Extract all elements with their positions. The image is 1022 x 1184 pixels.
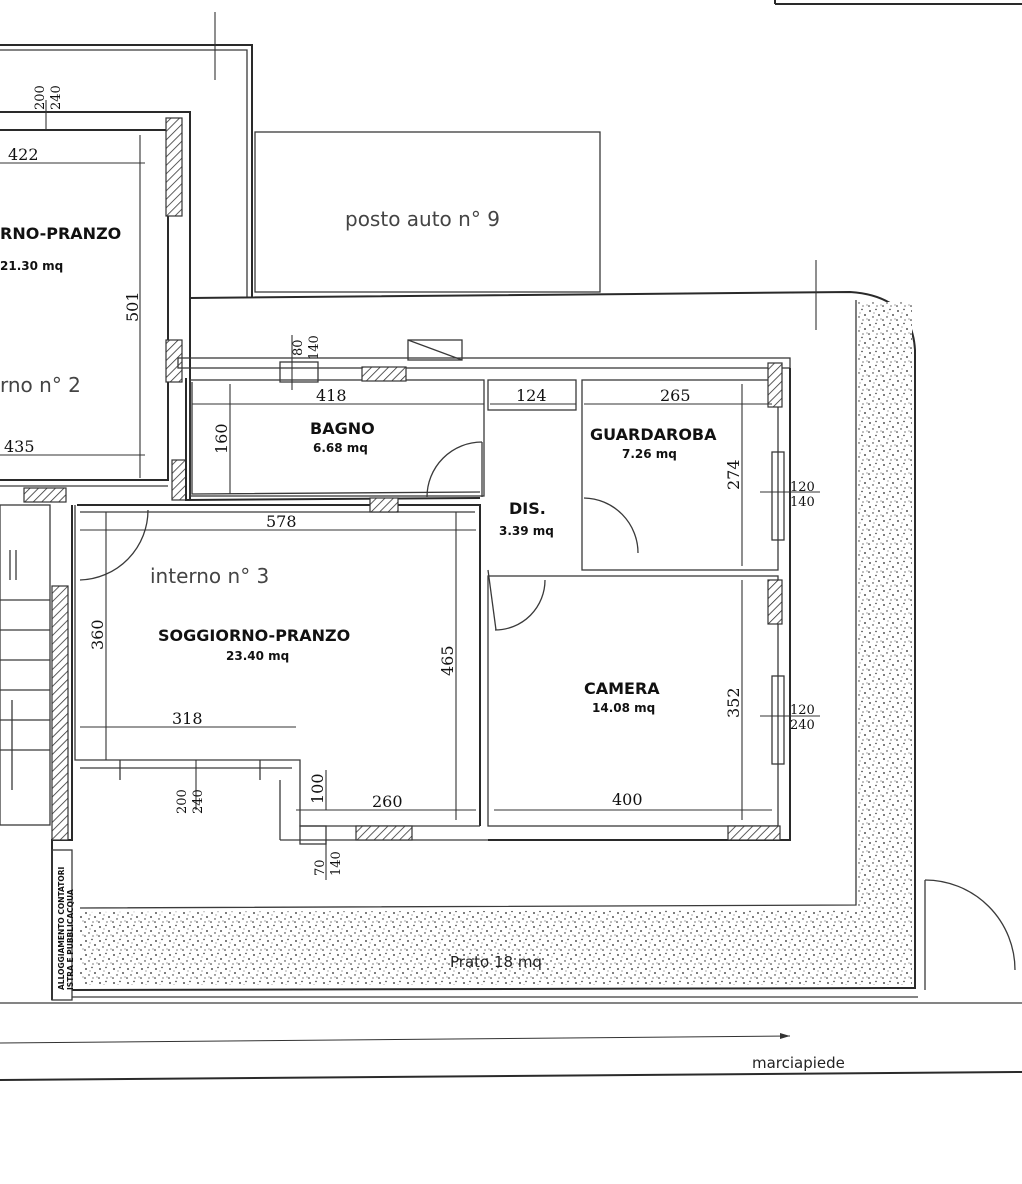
opening-bagno-num: 80: [291, 339, 306, 356]
dim-418: 418: [316, 386, 347, 405]
guardaroba-name: GUARDAROBA: [590, 425, 717, 444]
interno-2-block: [0, 12, 253, 503]
wall-hatch: [165, 339, 183, 383]
guardaroba-area: 7.26 mq: [622, 447, 677, 461]
opening-guard-den: 140: [790, 495, 815, 510]
interno-2-room-name: RNO-PRANZO: [0, 224, 121, 243]
opening-small-num: 70: [313, 859, 328, 876]
labels: posto auto n° 9 RNO-PRANZO 21.30 mq rno …: [0, 207, 845, 1072]
dim-265: 265: [660, 386, 691, 405]
dim-422: 422: [8, 145, 39, 164]
wall-hatch: [23, 487, 67, 503]
wall-hatch: [171, 459, 187, 501]
interno-2-room-area: 21.30 mq: [0, 259, 63, 273]
bagno-area: 6.68 mq: [313, 441, 368, 455]
outer-boundary: [0, 260, 1022, 1081]
opening-camera-den: 240: [790, 718, 815, 733]
opening-guard-num: 120: [790, 480, 815, 495]
wall-hatch: [165, 117, 183, 217]
dim-352: 352: [724, 687, 743, 718]
hatched-walls: [51, 362, 783, 841]
dim-465: 465: [438, 645, 457, 676]
opening-top-left-num: 200: [33, 85, 48, 110]
apartment-walls: [51, 357, 791, 1000]
lawn: [80, 301, 912, 986]
dim-274: 274: [724, 459, 743, 490]
dis-name: DIS.: [509, 499, 546, 518]
opening-sogg-den: 240: [191, 789, 206, 814]
interno-2-label: rno n° 2: [0, 373, 81, 397]
dim-501: 501: [123, 291, 142, 322]
dimension-lines: [80, 335, 820, 880]
camera-name: CAMERA: [584, 679, 660, 698]
dim-260: 260: [372, 792, 403, 811]
bagno-name: BAGNO: [310, 419, 375, 438]
parking-label: posto auto n° 9: [345, 207, 500, 231]
soggiorno-area: 23.40 mq: [226, 649, 289, 663]
opening-bagno-den: 140: [307, 335, 322, 360]
dim-160: 160: [212, 423, 231, 454]
dim-100: 100: [308, 773, 327, 804]
dis-area: 3.39 mq: [499, 524, 554, 538]
windows: [279, 339, 785, 845]
camera-area: 14.08 mq: [592, 701, 655, 715]
opening-small-den: 140: [329, 851, 344, 876]
dim-435: 435: [4, 437, 35, 456]
opening-sogg-num: 200: [175, 789, 190, 814]
staircase: [0, 504, 73, 1001]
soggiorno-name: SOGGIORNO-PRANZO: [158, 626, 350, 645]
opening-top-left-den: 240: [49, 85, 64, 110]
interno-3-label: interno n° 3: [150, 564, 269, 588]
doors: [79, 441, 1016, 990]
dim-124: 124: [516, 386, 547, 405]
top-right-frame: [774, 0, 1022, 5]
contatori-label-2: ISTRA E PUBBLICACQUA: [66, 889, 75, 990]
opening-fractions: 200 240 80 140 120 140 120 240 200 240 7…: [33, 85, 815, 876]
prato-label: Prato 18 mq: [450, 953, 542, 971]
dim-360: 360: [88, 619, 107, 650]
marciapiede-label: marciapiede: [752, 1054, 845, 1072]
dim-318: 318: [172, 709, 203, 728]
parking-space: [254, 131, 601, 293]
dim-400: 400: [612, 790, 643, 809]
dimension-values: 422 435 501 418 124 265 160 274 578 360 …: [4, 145, 743, 811]
opening-camera-num: 120: [790, 703, 815, 718]
dim-578: 578: [266, 512, 297, 531]
contatori-label-1: ALLOGGIAMENTO CONTATORI: [57, 866, 66, 990]
